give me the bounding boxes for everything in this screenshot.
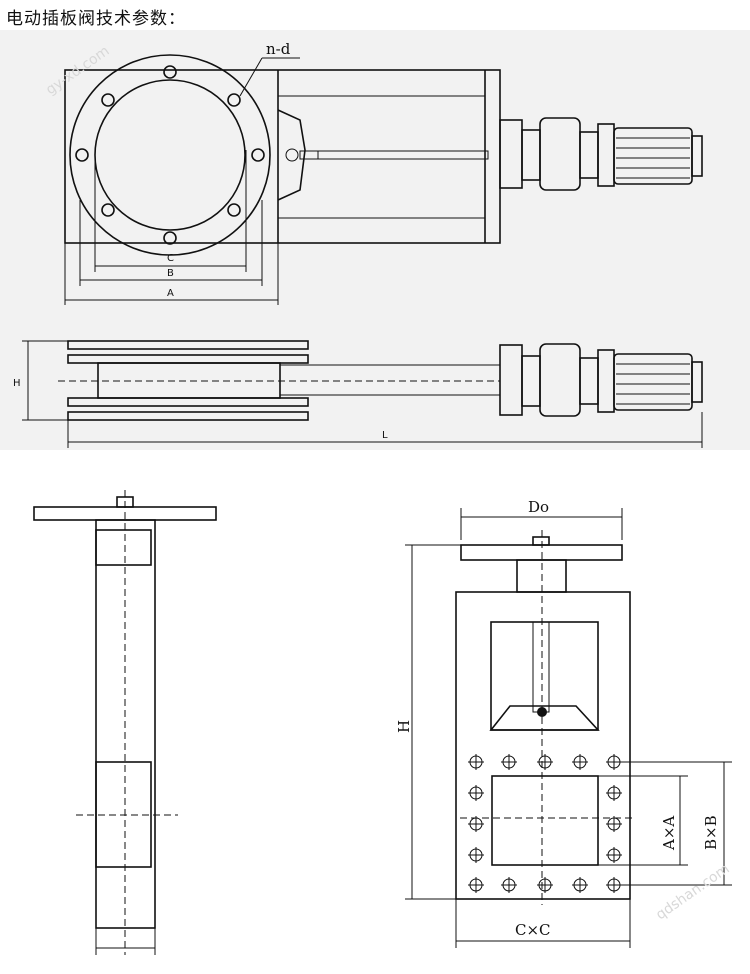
bolt-hole — [572, 877, 588, 893]
lower-side-view — [33, 490, 217, 955]
actuator-neck — [521, 129, 541, 181]
bolt-hole — [606, 847, 622, 863]
coupling — [579, 131, 599, 179]
bolt-hole — [572, 754, 588, 770]
front-view: Do — [395, 498, 732, 948]
bolt-hole — [227, 93, 241, 107]
actuator-flange — [499, 344, 523, 416]
bolt-hole — [468, 754, 484, 770]
motor-flange — [597, 349, 615, 413]
bolt-hole — [101, 93, 115, 107]
bolt-hole — [537, 877, 553, 893]
bolt-hole — [468, 877, 484, 893]
motor-end-cap — [691, 361, 703, 403]
gate-stem — [532, 621, 550, 713]
flange-outer — [69, 54, 271, 256]
gate-bracket — [277, 109, 306, 201]
bolt-hole — [101, 203, 115, 217]
dim-a-label: A — [167, 288, 174, 299]
gate-yoke — [489, 705, 600, 731]
holes-label: n-d — [266, 40, 291, 58]
motor-end-cap — [691, 135, 703, 177]
bolt-hole — [606, 785, 622, 801]
electric-actuator — [499, 117, 703, 191]
motor-body — [613, 353, 693, 411]
motor-flange — [597, 123, 615, 187]
gearbox — [539, 343, 581, 417]
gate-plate — [95, 761, 152, 868]
valve-column — [95, 519, 156, 929]
bolt-hole — [163, 65, 177, 79]
side-view: H L — [13, 340, 703, 448]
motor-body — [613, 127, 693, 185]
bolt-hole — [501, 754, 517, 770]
stem-cap — [532, 536, 550, 546]
leader-line — [239, 57, 263, 97]
top-view: n-d C B A — [64, 40, 703, 305]
flange-plate-bottom — [67, 411, 309, 421]
drawing-sheet-background — [0, 30, 750, 450]
dim-h-label: H — [13, 378, 21, 389]
watermark: qdshan.com — [653, 861, 732, 923]
bolt-holes — [75, 65, 265, 245]
bolt-hole — [75, 148, 89, 162]
bolt-hole — [251, 148, 265, 162]
dim-cxc-label: C×C — [515, 921, 551, 939]
dim-do-label: Do — [528, 498, 549, 516]
dim-b-label: B — [167, 268, 174, 279]
flange-plate — [67, 397, 309, 407]
dim-l-label: L — [382, 430, 388, 441]
bolt-hole — [227, 203, 241, 217]
actuator-flange — [499, 119, 523, 189]
port-opening — [491, 775, 599, 866]
dim-axa-label: A×A — [660, 816, 678, 851]
actuator-neck — [521, 355, 541, 407]
valve-body — [455, 591, 631, 900]
dim-c-label: C — [167, 253, 174, 264]
actuator-block — [95, 529, 152, 566]
flange-plate-top — [67, 340, 309, 350]
gearbox — [539, 117, 581, 191]
screw-rod — [317, 150, 489, 160]
rod-pin — [285, 148, 299, 162]
bolt-hole — [606, 816, 622, 832]
rod-joint — [299, 150, 319, 160]
bolt-hole — [468, 816, 484, 832]
bolt-hole — [501, 877, 517, 893]
dim-bxb-label: B×B — [702, 815, 720, 850]
bolt-hole — [468, 847, 484, 863]
page-title: 电动插板阀技术参数： — [6, 9, 186, 29]
bolt-hole — [163, 231, 177, 245]
side-actuator — [499, 343, 703, 417]
bolt-hole-pattern — [468, 754, 622, 893]
bolt-hole — [468, 785, 484, 801]
flange-bore — [94, 79, 246, 231]
dim-h-label: H — [395, 720, 413, 733]
coupling — [579, 357, 599, 405]
flange-plate — [67, 354, 309, 364]
bolt-hole — [537, 754, 553, 770]
